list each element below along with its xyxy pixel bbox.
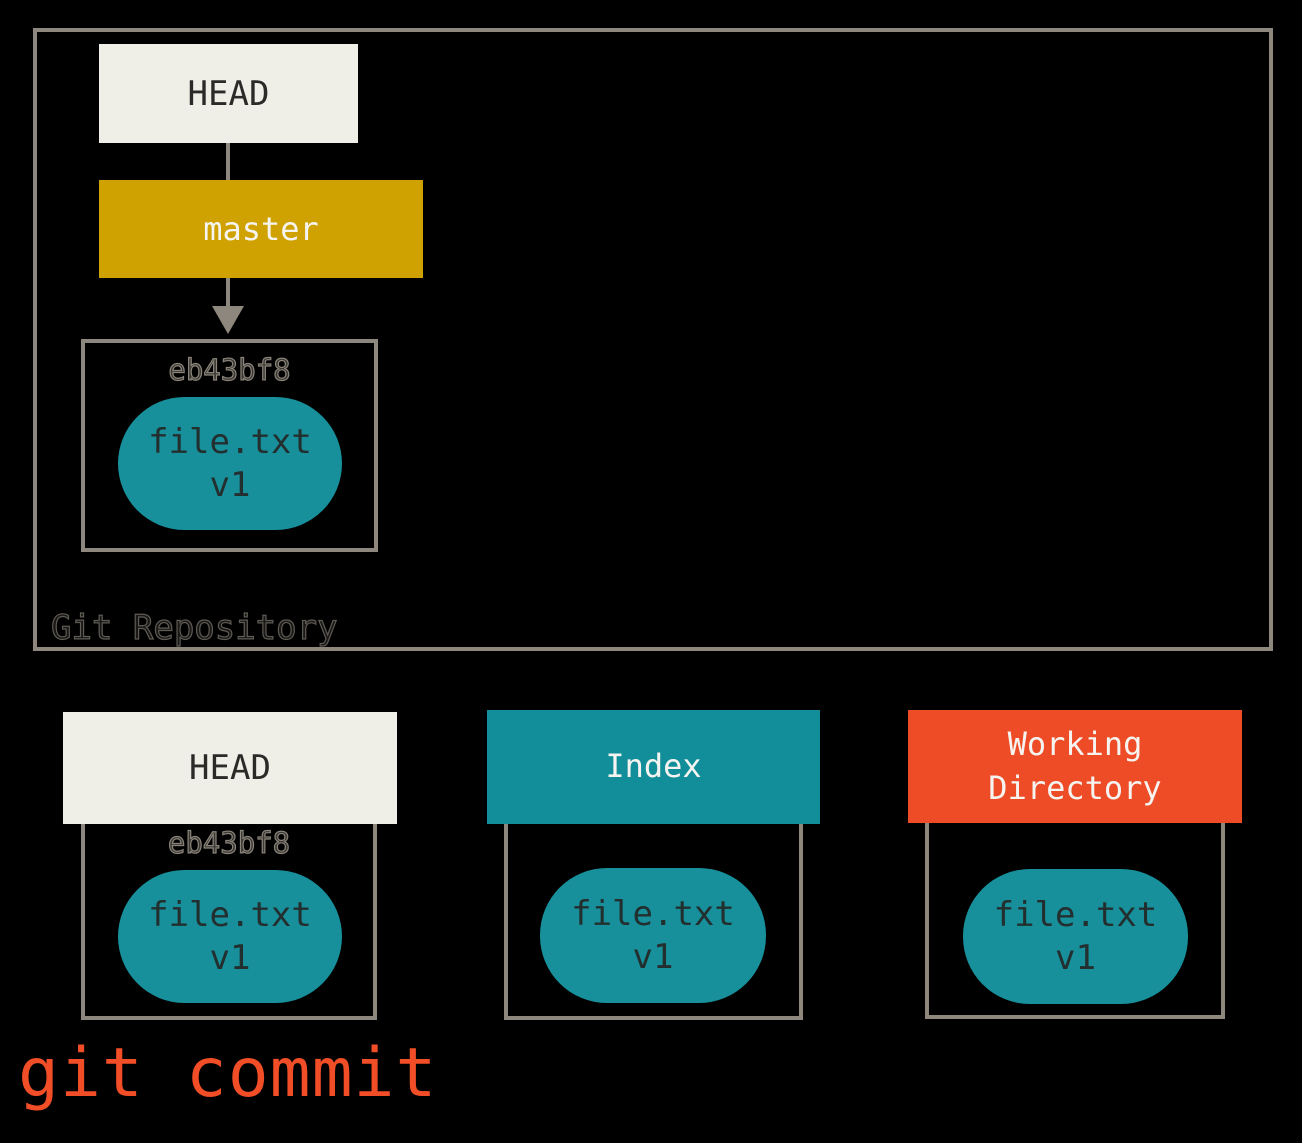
index-column-file-name: file.txt [571, 894, 735, 934]
repo-file-name: file.txt [148, 422, 312, 462]
working-directory-column-header: Working Directory [908, 710, 1242, 823]
head-ref-box: HEAD [99, 44, 358, 143]
index-column-header: Index [487, 710, 820, 824]
git-repository-label: Git Repository [50, 608, 338, 648]
head-column-file-version: v1 [209, 937, 251, 978]
git-command-label: git commit [18, 1034, 438, 1113]
git-repository-box [33, 28, 1273, 651]
head-column-hash: eb43bf8 [167, 826, 291, 860]
master-to-commit-connector [226, 278, 230, 308]
repo-file-version: v1 [209, 464, 251, 505]
head-column-header: HEAD [63, 712, 397, 824]
master-branch-box: master [99, 180, 423, 278]
head-to-master-connector [226, 143, 230, 180]
head-column-file-blob: file.txt v1 [118, 870, 342, 1003]
working-directory-file-blob: file.txt v1 [963, 869, 1188, 1004]
repo-commit-box [81, 339, 378, 552]
head-column-file-name: file.txt [148, 895, 312, 935]
working-directory-file-name: file.txt [993, 895, 1158, 935]
repo-commit-hash: eb43bf8 [168, 353, 291, 387]
index-column-file-blob: file.txt v1 [540, 868, 766, 1003]
working-directory-file-version: v1 [1055, 937, 1096, 978]
index-column-file-version: v1 [632, 936, 674, 977]
repo-file-blob: file.txt v1 [118, 397, 342, 530]
arrow-down-icon [212, 306, 244, 334]
